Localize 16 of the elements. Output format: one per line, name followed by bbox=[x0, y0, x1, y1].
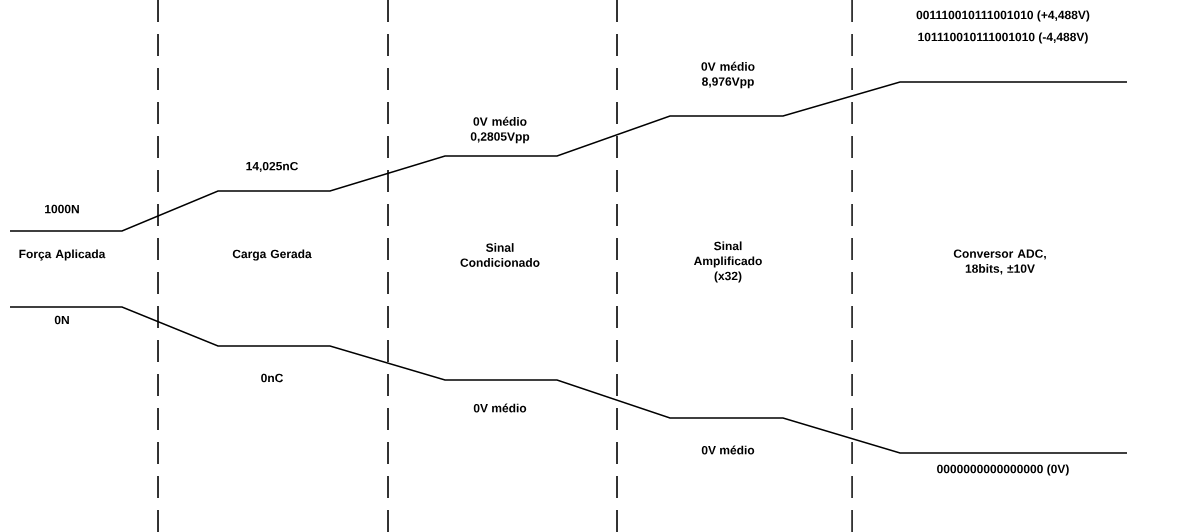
value-label: 0V médio bbox=[473, 403, 527, 413]
value-label: 14,025nC bbox=[246, 161, 299, 173]
value-label: 0V médio bbox=[701, 445, 755, 455]
stage-label: Conversor ADC, 18bits, ±10V bbox=[953, 249, 1046, 275]
value-label: 0nC bbox=[261, 373, 283, 383]
stage-label: Carga Gerada bbox=[232, 249, 312, 261]
value-label: 1000N bbox=[45, 204, 79, 214]
stage-label: Força Aplicada bbox=[19, 249, 106, 261]
value-label: 0000000000000000 (0V) bbox=[937, 464, 1069, 476]
value-label: 101110010111001010 (-4,488V) bbox=[918, 32, 1088, 44]
value-label: 0N bbox=[54, 315, 69, 325]
stage-label: Sinal Condicionado bbox=[460, 243, 540, 267]
value-label: 0V médio 8,976Vpp bbox=[701, 61, 755, 89]
value-label: 0V médio 0,2805Vpp bbox=[470, 116, 530, 144]
stage-label: Sinal Amplificado (x32) bbox=[693, 241, 762, 283]
value-label: 001110010111001010 (+4,488V) bbox=[916, 10, 1090, 22]
